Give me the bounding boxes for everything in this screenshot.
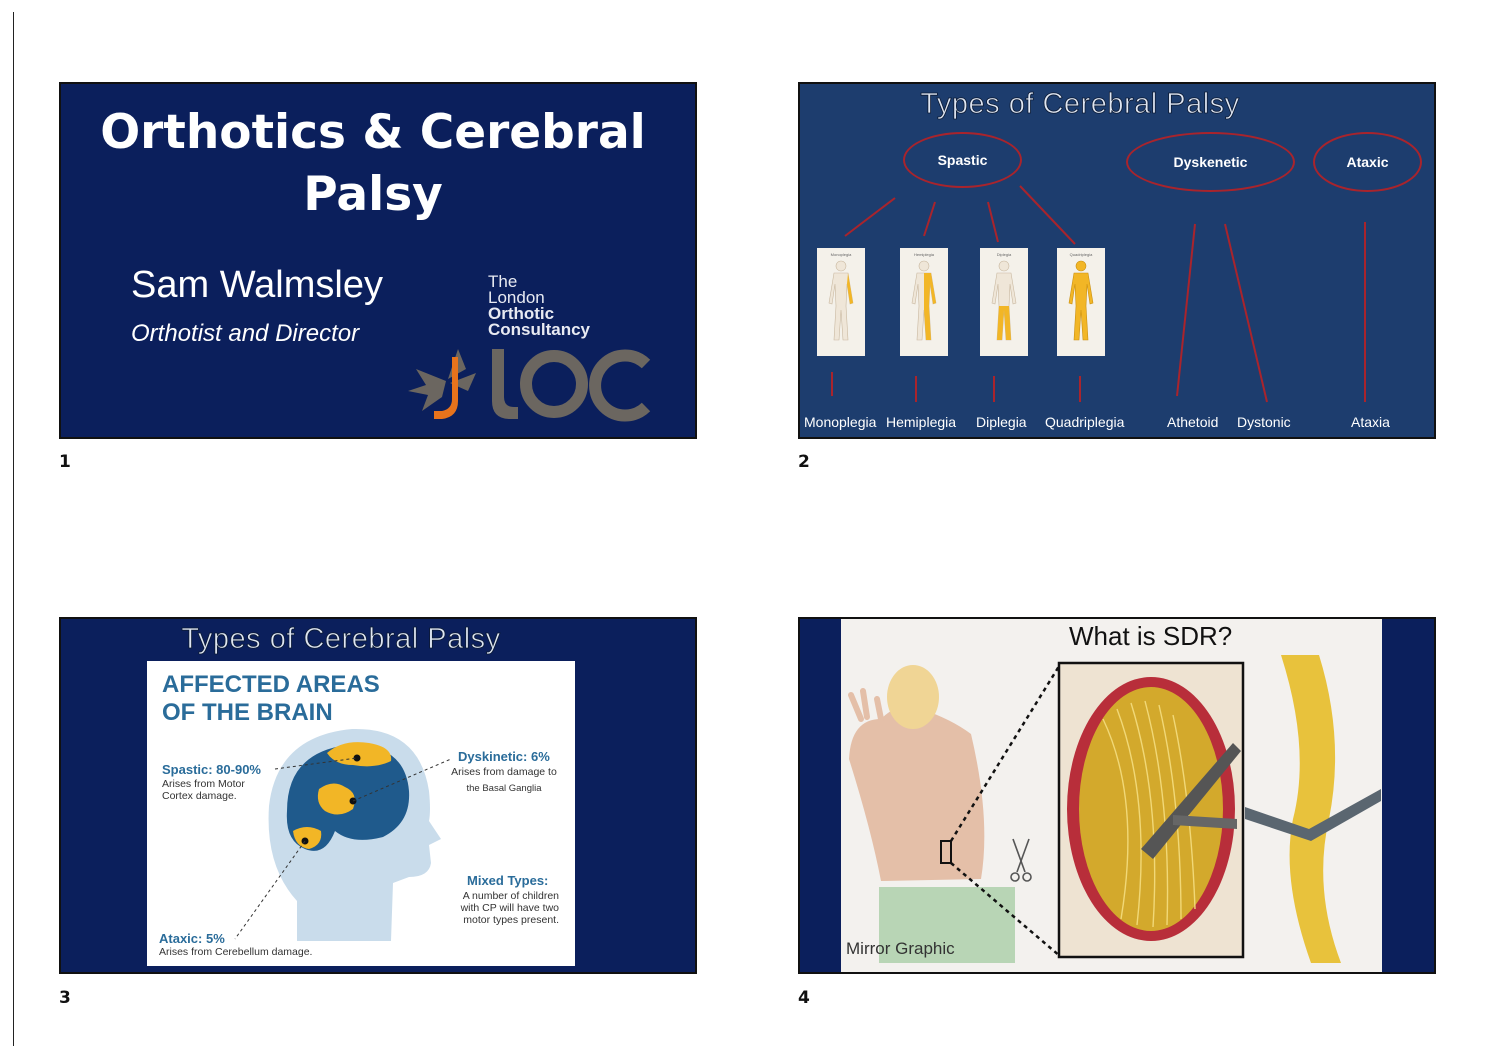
subtype-hemiplegia: Hemiplegia xyxy=(886,414,957,430)
presenter-role: Orthotist and Director xyxy=(131,320,360,347)
figure-card: Hemiplegia xyxy=(900,248,948,356)
slide-1-title: Orthotics & Cerebral Palsy xyxy=(100,105,646,222)
ataxic-desc: Arises from Cerebellum damage. xyxy=(159,946,313,958)
sdr-surgery-illustration xyxy=(848,655,1381,963)
slide-number-1: 1 xyxy=(59,452,71,472)
slide-2-title: Types of Cerebral Palsy xyxy=(920,88,1240,121)
subtype-monoplegia: Monoplegia xyxy=(804,414,877,430)
figure-card: Monoplegia xyxy=(817,248,865,356)
sdr-illustration: What is SDR? Mirror Graphic xyxy=(841,619,1382,972)
slide-4-title: What is SDR? xyxy=(1069,621,1233,651)
cp-tree-lines xyxy=(831,185,1366,403)
spastic-label: Spastic: 80-90% xyxy=(162,762,261,777)
ataxic-label: Ataxic: 5% xyxy=(159,931,225,946)
slide-number-4: 4 xyxy=(798,988,810,1008)
page-margin-line xyxy=(13,12,14,1046)
leaf-emblem-icon xyxy=(408,349,476,419)
category-ataxic: Ataxic xyxy=(1313,132,1422,192)
presenter-name: Sam Walmsley xyxy=(131,264,383,306)
slide-3[interactable]: Types of Cerebral Palsy AFFECTED AREAS O… xyxy=(59,617,697,974)
subtype-quadriplegia: Quadriplegia xyxy=(1045,414,1125,430)
subtype-athetoid: Athetoid xyxy=(1167,414,1219,430)
figure-card: Diplegia xyxy=(980,248,1028,356)
loc-logo xyxy=(408,349,651,422)
image-credit: Mirror Graphic xyxy=(846,939,955,958)
subtype-diplegia: Diplegia xyxy=(976,414,1027,430)
brain-infographic: AFFECTED AREAS OF THE BRAIN Spastic: 80-… xyxy=(147,661,575,966)
slide-4[interactable]: What is SDR? Mirror Graphic xyxy=(798,617,1436,974)
slide-1[interactable]: Orthotics & Cerebral Palsy Sam Walmsley … xyxy=(59,82,697,439)
subtype-ataxia: Ataxia xyxy=(1351,414,1390,430)
category-spastic: Spastic xyxy=(903,132,1022,188)
category-dyskenetic: Dyskenetic xyxy=(1126,132,1295,192)
figure-card: Quadriplegia xyxy=(1057,248,1105,356)
slide-number-3: 3 xyxy=(59,988,71,1008)
org-name: The London Orthotic Consultancy xyxy=(488,272,591,339)
panel-heading: AFFECTED AREAS OF THE BRAIN xyxy=(162,671,380,726)
slide-number-2: 2 xyxy=(798,452,810,472)
dyskinetic-label: Dyskinetic: 6% xyxy=(458,749,550,764)
mixed-types-label: Mixed Types: xyxy=(467,873,549,888)
head-brain-illustration xyxy=(234,728,452,941)
slide-2[interactable]: Types of Cerebral Palsy Spastic Dyskenet… xyxy=(798,82,1436,439)
subtype-dystonic: Dystonic xyxy=(1237,414,1291,430)
slide-3-title: Types of Cerebral Palsy xyxy=(181,623,501,656)
